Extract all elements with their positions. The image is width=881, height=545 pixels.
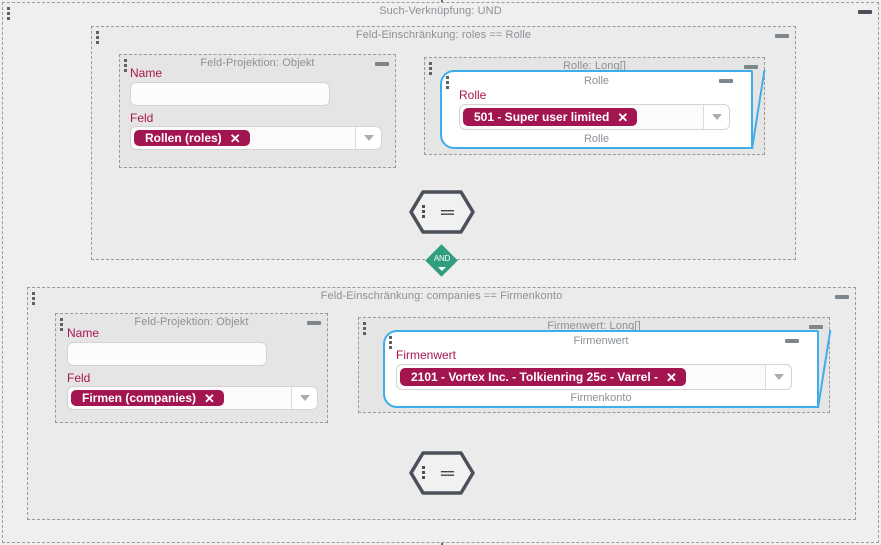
close-icon[interactable]: ✕ xyxy=(229,130,241,146)
rolle-panel-footer: Rolle xyxy=(583,133,610,145)
minimize-icon[interactable] xyxy=(809,325,823,329)
drag-handle-icon[interactable] xyxy=(422,466,426,481)
minimize-icon[interactable] xyxy=(719,79,733,83)
chevron-down-icon[interactable] xyxy=(765,365,791,389)
name-label: Name xyxy=(130,66,163,80)
name-input[interactable] xyxy=(67,342,267,366)
field-tag-label: Firmen (companies) xyxy=(82,391,197,405)
rolle-value-tag-label: 501 - Super user limited xyxy=(474,110,610,124)
field-constraint-roles-title: Feld-Einschränkung: roles == Rolle xyxy=(355,29,532,41)
minimize-icon[interactable] xyxy=(744,65,758,69)
close-icon[interactable]: ✕ xyxy=(204,390,215,406)
rolle-value-label: Rolle xyxy=(459,88,487,102)
field-label: Feld xyxy=(130,111,154,125)
drag-handle-icon[interactable] xyxy=(7,7,12,23)
drag-handle-icon[interactable] xyxy=(422,205,426,220)
firmenwert-panel-footer: Firmenkonto xyxy=(570,392,632,404)
drag-handle-icon[interactable] xyxy=(389,336,394,352)
minimize-icon[interactable] xyxy=(307,321,321,325)
and-label: AND xyxy=(433,254,451,263)
drag-handle-icon[interactable] xyxy=(96,31,101,47)
operator-node-equals-2[interactable]: == xyxy=(409,451,475,495)
drag-handle-icon[interactable] xyxy=(60,318,65,334)
drag-handle-icon[interactable] xyxy=(446,76,451,92)
chevron-down-icon[interactable] xyxy=(703,105,729,129)
name-input[interactable] xyxy=(130,82,330,106)
chevron-down-icon[interactable] xyxy=(438,267,446,271)
minimize-icon[interactable] xyxy=(835,295,849,299)
minimize-icon[interactable] xyxy=(775,34,789,38)
rolle-value-combobox[interactable]: 501 - Super user limited ✕ xyxy=(459,104,730,130)
drag-handle-icon[interactable] xyxy=(32,292,37,308)
firmenwert-value-tag-label: 2101 - Vortex Inc. - Tolkienring 25c - V… xyxy=(411,370,658,384)
firmenwert-value-tag[interactable]: 2101 - Vortex Inc. - Tolkienring 25c - V… xyxy=(400,368,686,386)
field-combobox[interactable]: Rollen (roles) ✕ xyxy=(130,126,382,150)
search-link-title: Such-Verknüpfung: UND xyxy=(379,5,502,17)
drag-handle-icon[interactable] xyxy=(124,59,129,75)
rolle-value-tag[interactable]: 501 - Super user limited ✕ xyxy=(463,108,638,126)
firmenwert-panel-title: Firmenwert xyxy=(573,335,629,347)
chevron-down-icon[interactable] xyxy=(355,127,381,149)
close-icon[interactable]: ✕ xyxy=(617,109,629,125)
minimize-icon[interactable] xyxy=(375,62,389,66)
rolle-panel-title: Rolle xyxy=(583,75,610,87)
minimize-icon[interactable] xyxy=(785,339,799,343)
field-tag-label: Rollen (roles) xyxy=(145,131,222,145)
operator-node-equals-1[interactable]: == xyxy=(409,190,475,234)
field-combobox[interactable]: Firmen (companies) ✕ xyxy=(67,386,318,410)
chevron-down-icon[interactable] xyxy=(291,387,317,409)
firmenwert-value-label: Firmenwert xyxy=(396,348,457,362)
field-tag[interactable]: Firmen (companies) ✕ xyxy=(71,390,224,406)
field-label: Feld xyxy=(67,371,91,385)
field-tag[interactable]: Rollen (roles) ✕ xyxy=(134,130,250,146)
drag-handle-icon[interactable] xyxy=(429,62,434,78)
minimize-icon[interactable] xyxy=(858,10,872,14)
firmenwert-value-combobox[interactable]: 2101 - Vortex Inc. - Tolkienring 25c - V… xyxy=(396,364,792,390)
field-constraint-companies-title: Feld-Einschränkung: companies == Firmenk… xyxy=(320,290,563,302)
drag-handle-icon[interactable] xyxy=(363,322,368,338)
logic-and-node[interactable]: AND xyxy=(425,244,458,277)
close-icon[interactable]: ✕ xyxy=(665,369,677,385)
name-label: Name xyxy=(67,326,100,340)
